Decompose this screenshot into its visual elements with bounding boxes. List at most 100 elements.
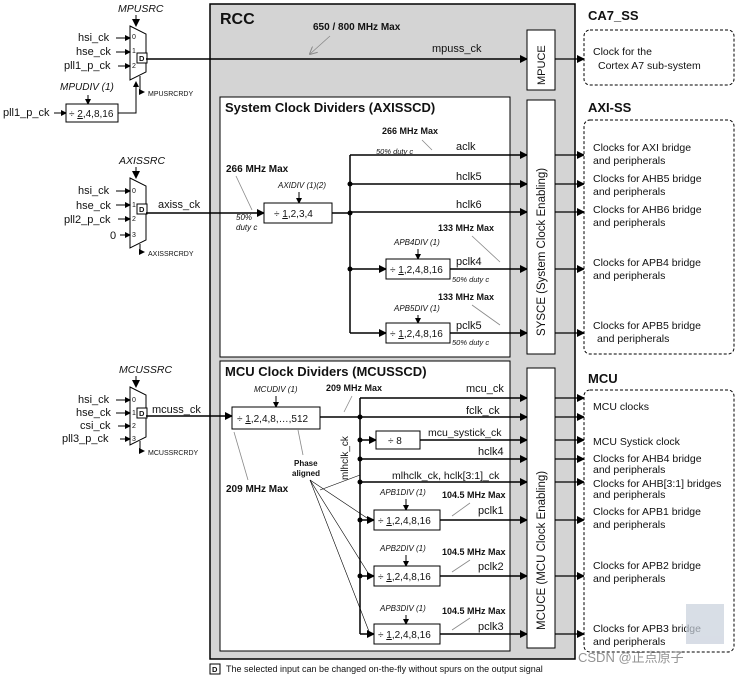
svg-text:AXISSRCRDY: AXISSRCRDY [148,251,194,258]
axi-section-title: System Clock Dividers (AXISSCD) [225,100,435,115]
svg-text:APB1DIV (1): APB1DIV (1) [379,488,426,497]
svg-text:CA7_SS: CA7_SS [588,8,639,23]
svg-text:Clock for the: Clock for the [593,46,652,58]
svg-text:AXI-SS: AXI-SS [588,100,632,115]
svg-text:hclk4: hclk4 [478,446,504,458]
svg-text:÷ 2,4,8,16: ÷ 2,4,8,16 [69,109,114,120]
svg-text:CSDN @正点原子: CSDN @正点原子 [578,650,684,665]
svg-text:÷ 1,2,4,8,…,512: ÷ 1,2,4,8,…,512 [237,414,309,425]
svg-text:3: 3 [132,232,136,239]
svg-text:D: D [139,409,145,418]
mcuce-box [526,367,556,649]
svg-text:pll3_p_ck: pll3_p_ck [62,433,109,445]
svg-text:133 MHz Max: 133 MHz Max [438,223,494,233]
svg-text:APB3DIV (1): APB3DIV (1) [379,604,426,613]
svg-text:÷ 1,2,3,4: ÷ 1,2,3,4 [274,209,313,220]
svg-text:104.5 MHz Max: 104.5 MHz Max [442,490,506,500]
axiss-ck-label: axiss_ck [158,199,201,211]
svg-text:1: 1 [132,410,136,417]
svg-text:MCUSSRCRDY: MCUSSRCRDY [148,450,199,457]
svg-text:Clocks for AHB[3:1] bridges: Clocks for AHB[3:1] bridges [593,478,721,490]
svg-text:D: D [212,665,218,674]
svg-text:mlhclk_ck: mlhclk_ck [340,435,351,480]
svg-text:0: 0 [110,230,116,242]
mcudiv-box [231,406,321,430]
svg-text:APB2DIV (1): APB2DIV (1) [379,544,426,553]
svg-text:pll2_p_ck: pll2_p_ck [64,214,111,226]
svg-text:AXIDIV (1)(2): AXIDIV (1)(2) [277,181,326,190]
svg-text:and peripherals: and peripherals [593,573,665,585]
axi-ss-box [583,119,735,355]
svg-text:and peripherals: and peripherals [593,636,665,648]
svg-text:MCUSSRC: MCUSSRC [119,364,173,376]
svg-text:mlhclk_ck, hclk[3:1]_ck: mlhclk_ck, hclk[3:1]_ck [392,470,500,482]
mpusrc-label: MPUSRC [118,3,164,15]
svg-text:hclk6: hclk6 [456,199,482,211]
svg-text:MCUDIV (1): MCUDIV (1) [254,385,298,394]
svg-text:Clocks for AHB6 bridge: Clocks for AHB6 bridge [593,204,702,216]
svg-text:hsi_ck: hsi_ck [78,394,110,406]
mpuce-box [526,29,556,91]
svg-text:duty c: duty c [236,223,257,232]
svg-text:50% duty c: 50% duty c [376,147,413,156]
axi-section [219,96,511,358]
svg-text:0: 0 [132,188,136,195]
svg-text:÷ 1,2,4,8,16: ÷ 1,2,4,8,16 [378,630,431,641]
svg-text:MCU clocks: MCU clocks [593,401,649,413]
svg-text:csi_ck: csi_ck [80,420,111,432]
svg-text:pclk4: pclk4 [456,256,482,268]
svg-text:hse_ck: hse_ck [76,407,111,419]
rcc-title: RCC [220,11,255,28]
sysce-label: SYSCE (System Clock Enabling) [536,168,548,336]
svg-text:1: 1 [132,202,136,209]
axisrc-label: AXISSRC [118,155,166,167]
svg-text:2: 2 [132,423,136,430]
mcuce-label: MCUCE (MCU Clock Enabling) [536,471,548,630]
svg-text:and peripherals: and peripherals [593,464,665,476]
svg-text:D: D [139,205,145,214]
svg-text:pclk3: pclk3 [478,621,504,633]
svg-text:50%: 50% [236,213,252,222]
svg-text:0: 0 [132,34,136,41]
svg-text:Clocks for AHB5 bridge: Clocks for AHB5 bridge [593,173,702,185]
svg-text:pclk2: pclk2 [478,561,504,573]
mpu-in-pll1: pll1_p_ck [64,60,111,72]
svg-text:266 MHz Max: 266 MHz Max [226,164,289,175]
svg-text:Phase: Phase [294,459,318,468]
svg-text:104.5 MHz Max: 104.5 MHz Max [442,606,506,616]
svg-text:2: 2 [132,63,136,70]
svg-text:÷ 1,2,4,8,16: ÷ 1,2,4,8,16 [378,572,431,583]
mcu-section [219,360,511,652]
watermark: CSDN @正点原子 [578,604,724,665]
svg-text:pclk5: pclk5 [456,320,482,332]
svg-text:MPUSRCRDY: MPUSRCRDY [148,91,193,98]
svg-text:and peripherals: and peripherals [597,333,669,345]
svg-text:÷ 8: ÷ 8 [388,436,402,447]
svg-text:MCU Systick clock: MCU Systick clock [593,436,681,448]
svg-text:pclk1: pclk1 [478,505,504,517]
svg-text:133 MHz Max: 133 MHz Max [438,292,494,302]
svg-text:Clocks for APB4 bridge: Clocks for APB4 bridge [593,257,701,269]
svg-text:Cortex A7 sub-system: Cortex A7 sub-system [598,60,701,72]
svg-text:209 MHz Max: 209 MHz Max [326,383,382,393]
mpuss-max-label: 650 / 800 MHz Max [313,22,401,33]
mpu-in-hsi: hsi_ck [78,32,110,44]
mpu-in-hse: hse_ck [76,46,111,58]
svg-text:3: 3 [132,436,136,443]
svg-text:mcu_ck: mcu_ck [466,383,504,395]
svg-text:Clocks for APB3 bridge: Clocks for APB3 bridge [593,623,701,635]
svg-text:266 MHz Max: 266 MHz Max [382,126,438,136]
svg-text:÷ 1,2,4,8,16: ÷ 1,2,4,8,16 [378,516,431,527]
svg-text:÷ 1,2,4,8,16: ÷ 1,2,4,8,16 [390,329,443,340]
svg-text:50% duty c: 50% duty c [452,275,489,284]
svg-text:and peripherals: and peripherals [593,489,665,501]
svg-text:104.5 MHz Max: 104.5 MHz Max [442,547,506,557]
svg-text:D: D [139,54,145,63]
mpuce-label: MPUCE [536,45,548,85]
svg-text:hsi_ck: hsi_ck [78,185,110,197]
svg-text:APB4DIV (1): APB4DIV (1) [393,238,440,247]
sysce-box [526,99,556,355]
svg-text:aclk: aclk [456,141,476,153]
svg-text:aligned: aligned [292,469,320,478]
